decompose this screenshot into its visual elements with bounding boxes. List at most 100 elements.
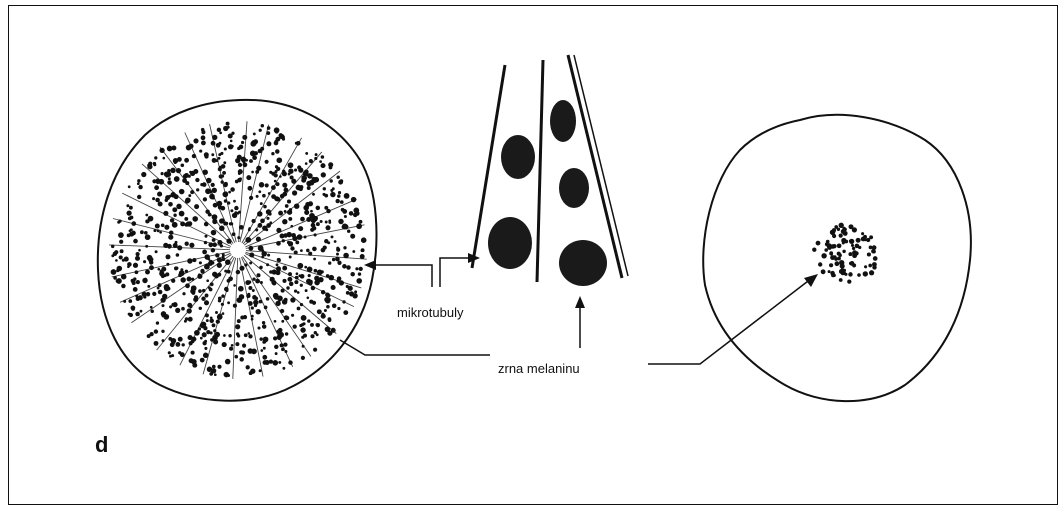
aggregated-grain-dot: [812, 248, 816, 252]
melanin-grain-dot: [119, 240, 123, 244]
melanin-grain-dot: [335, 257, 340, 262]
melanin-grain-dot: [168, 235, 173, 240]
melanin-grain-dot: [225, 222, 228, 225]
melanin-grain-dot: [130, 228, 133, 231]
melanin-grain-dot: [111, 254, 114, 257]
melanin-grain-dot: [204, 235, 207, 238]
melanin-grain-dot: [136, 280, 140, 284]
melanin-grain-dot: [121, 274, 127, 280]
melanin-grain-dot: [193, 138, 198, 143]
melanin-grain-dot: [200, 337, 203, 340]
melanin-grain-dot: [294, 289, 297, 292]
melanin-grain-dot: [266, 217, 269, 220]
melanin-grain-dot: [126, 204, 129, 207]
melanin-grain-dot: [261, 124, 264, 127]
melanin-grain-dot: [337, 194, 340, 197]
melanin-grain-dot: [257, 273, 261, 277]
melanin-grain-dot: [172, 222, 178, 228]
melanin-grain-dot: [223, 126, 228, 131]
melanin-grain-dot: [253, 132, 256, 135]
melanin-grain-dot: [332, 304, 337, 309]
melanin-grain-dot: [179, 189, 185, 195]
melanin-grain-dot: [219, 226, 225, 232]
melanin-grain-dot: [162, 339, 165, 342]
melanin-grain-dot: [170, 218, 174, 222]
melanin-grain-dot: [212, 188, 217, 193]
melanin-grain-dot: [248, 227, 251, 230]
aggregated-grain-dot: [869, 270, 874, 275]
melanin-grain-dot: [169, 230, 173, 234]
melanin-grain-dot: [175, 342, 180, 347]
melanin-grain-dot: [263, 347, 266, 350]
melanin-grain-dot: [204, 152, 209, 157]
melanin-grain-dot: [192, 216, 198, 222]
melanin-grain-dot: [117, 221, 120, 224]
aggregated-grain-dot: [821, 253, 826, 258]
melanin-grain-dot: [222, 171, 226, 175]
aggregated-grain-dot: [847, 279, 851, 283]
aggregated-grain-dot: [849, 239, 852, 242]
melanin-grain-dot: [267, 126, 271, 130]
melanin-grain-dot: [337, 276, 342, 281]
melanin-grain-dot: [227, 270, 231, 274]
melanin-grain-dot: [238, 169, 243, 174]
melanin-grain-dot: [330, 192, 335, 197]
melanin-grain-dot: [291, 233, 296, 238]
melanin-grain-dot: [224, 147, 227, 150]
melanin-grain-dot: [182, 292, 185, 295]
melanin-grain-dot: [128, 185, 131, 188]
melanin-grain-dot: [355, 211, 360, 216]
melanin-grain-dot: [138, 249, 141, 252]
melanin-grain-dot: [201, 297, 205, 301]
melanin-grain-dot: [263, 337, 269, 343]
melanin-grain-dot: [211, 261, 214, 264]
melanin-grain-dot: [244, 263, 247, 266]
aggregated-grain-dot: [844, 240, 848, 244]
melanophore-diagram: mikrotubuly zrna melaninu d: [0, 0, 1061, 476]
melanin-grain-dot: [265, 183, 269, 187]
melanin-grain-dot: [201, 140, 206, 145]
melanin-grain-dot: [309, 159, 313, 163]
melanin-grain-dot: [323, 187, 326, 190]
melanin-grain-dot: [304, 236, 307, 239]
melanin-grain-dot: [251, 171, 254, 174]
melanin-grain-dot: [228, 191, 231, 194]
melanin-grain-dot: [202, 332, 207, 337]
melanin-grain-dot: [329, 275, 335, 281]
melanin-grain-dot: [316, 206, 321, 211]
melanin-grain-dot: [261, 251, 266, 256]
aggregated-grain-dot: [852, 247, 855, 250]
melanin-grain-dot: [135, 270, 139, 274]
melanin-grain-dot: [157, 192, 162, 197]
melanin-grain-dot: [349, 211, 354, 216]
melanin-grain-dot: [157, 229, 160, 232]
melanin-grain-dot: [328, 221, 331, 224]
melanin-grain-dot: [227, 301, 230, 304]
melanin-grain-dot: [297, 165, 301, 169]
melanin-grain-dot: [348, 286, 353, 291]
melanin-grain-dot: [137, 182, 140, 185]
melanin-grain-dot: [305, 152, 308, 155]
melanin-grain-dot: [251, 349, 257, 355]
melanin-grain-dot: [185, 270, 188, 273]
melanin-grain-dot: [154, 341, 159, 346]
melanin-grain-dot: [239, 266, 244, 271]
melanin-grain-dot: [300, 327, 305, 332]
melanin-grain-dot: [246, 365, 250, 369]
melanin-grain-dot: [168, 202, 173, 207]
melanin-grain-dot: [215, 253, 219, 257]
melanin-grain-dot: [238, 286, 244, 292]
melanin-grain-dot: [337, 307, 340, 310]
aggregated-grain-dot: [851, 244, 854, 247]
melanin-grain-dot: [227, 279, 231, 283]
aggregated-grain-dot: [849, 224, 854, 229]
melanin-grain-dot: [133, 263, 138, 268]
melanin-grain-dot: [255, 228, 258, 231]
melanin-grain-dot: [281, 348, 285, 352]
melanin-grain-dot: [154, 156, 157, 159]
melanin-grain-dot: [310, 323, 314, 327]
melanin-grain-dot: [214, 373, 217, 376]
melanin-leader-left: [340, 340, 490, 355]
microtubules-label: mikrotubuly: [397, 305, 464, 320]
melanin-grain-dot: [222, 312, 225, 315]
